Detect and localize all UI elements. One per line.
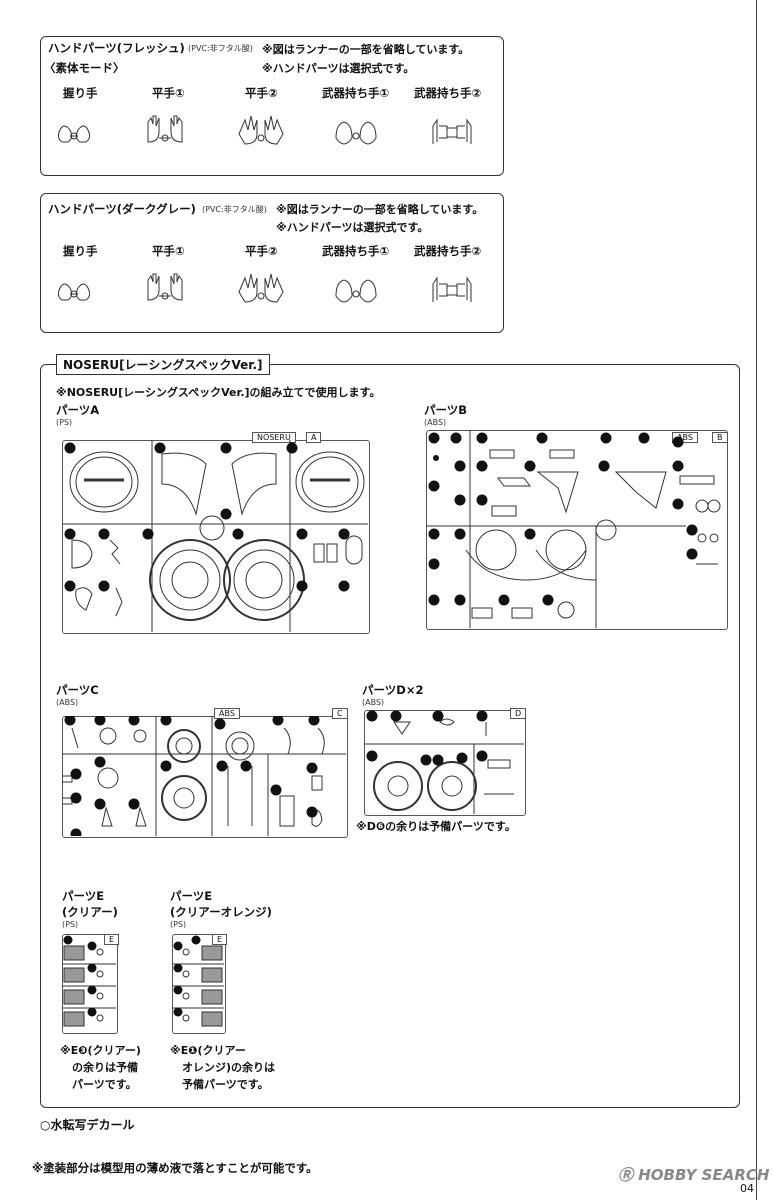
parts-e1-material: (PS) bbox=[62, 920, 79, 929]
flat-hand-1-icon bbox=[147, 273, 183, 301]
parts-e2-label: パーツE bbox=[170, 889, 213, 903]
parts-e1-note-line3: パーツです。 bbox=[72, 1078, 137, 1091]
page-edge-line bbox=[756, 0, 757, 1200]
watermark-text: HOBBY SEARCH bbox=[638, 1166, 770, 1184]
parts-a-material: (PS) bbox=[56, 418, 73, 427]
parts-e1-sub: (クリアー) bbox=[62, 905, 118, 919]
watermark-logo-icon: Ⓡ bbox=[618, 1166, 634, 1184]
flat-hand-2-icon bbox=[238, 115, 284, 145]
hobby-search-watermark: Ⓡ HOBBY SEARCH bbox=[618, 1164, 769, 1185]
hand-dark-material: (PVC:非フタル酸) bbox=[202, 205, 267, 214]
parts-e2-note-line3: 予備パーツです。 bbox=[182, 1078, 269, 1091]
hand-dark-note1: ※図はランナーの一部を省略しています。 bbox=[276, 203, 484, 216]
hand-fresh-label-grip: 握り手 bbox=[63, 86, 98, 100]
parts-e1-drawing bbox=[62, 935, 116, 1027]
noseru-usage: ※NOSERU[レーシングスペックVer.]の組み立てで使用します。 bbox=[56, 386, 381, 399]
parts-b-letter: B bbox=[712, 432, 728, 443]
footer-note: ※塗装部分は模型用の薄め液で落とすことが可能です。 bbox=[32, 1161, 318, 1175]
hand-fresh-label-weapon2: 武器持ち手② bbox=[414, 86, 482, 100]
parts-c-tag: ABS bbox=[214, 708, 240, 719]
weapon-hand-2-icon bbox=[432, 276, 472, 302]
parts-a-tag: NOSERU bbox=[252, 432, 296, 443]
weapon-hand-1-icon bbox=[335, 279, 377, 303]
water-decal-label: ○水転写デカール bbox=[40, 1118, 135, 1132]
page-number: 04 bbox=[740, 1182, 754, 1195]
weapon-hand-2-icon bbox=[432, 118, 472, 144]
noseru-title: NOSERU[レーシングスペックVer.] bbox=[56, 354, 270, 375]
parts-d-note: ※D❻の余りは予備パーツです。 bbox=[356, 820, 516, 833]
parts-a-label: パーツA bbox=[56, 403, 100, 417]
hand-fresh-illustrations bbox=[57, 115, 472, 145]
hand-fresh-mode: 〈素体モード〉 bbox=[44, 61, 125, 75]
hand-fresh-title: ハンドパーツ(フレッシュ) bbox=[48, 41, 185, 55]
hand-fresh-label-flat1: 平手① bbox=[152, 86, 185, 100]
hand-parts-fresh-box bbox=[40, 36, 504, 176]
grip-hand-icon bbox=[57, 283, 91, 301]
parts-a-runner bbox=[62, 440, 370, 634]
parts-b-drawing bbox=[426, 430, 721, 628]
hand-fresh-note2: ※ハンドパーツは選択式です。 bbox=[262, 62, 415, 75]
parts-e2-drawing bbox=[172, 935, 224, 1027]
parts-b-material: (ABS) bbox=[424, 418, 447, 427]
hand-fresh-note1: ※図はランナーの一部を省略しています。 bbox=[262, 43, 470, 56]
hand-dark-label-weapon2: 武器持ち手② bbox=[414, 244, 482, 258]
parts-c-letter: C bbox=[332, 708, 348, 719]
parts-a-letter: A bbox=[306, 432, 322, 443]
hand-dark-note2: ※ハンドパーツは選択式です。 bbox=[276, 221, 429, 234]
hand-fresh-label-flat2: 平手② bbox=[245, 86, 278, 100]
parts-e1-note-line1: ※E❸(クリアー) bbox=[60, 1044, 141, 1057]
parts-e1-note-line2: の余りは予備 bbox=[72, 1061, 138, 1074]
parts-c-material: (ABS) bbox=[56, 698, 79, 707]
parts-e2-letter: E bbox=[212, 934, 228, 945]
parts-e2-note-line1: ※E❶(クリアー bbox=[170, 1044, 246, 1057]
parts-e2-note-line2: オレンジ)の余りは bbox=[182, 1061, 276, 1074]
hand-dark-label-flat2: 平手② bbox=[245, 244, 278, 258]
hand-dark-label-weapon1: 武器持ち手① bbox=[322, 244, 390, 258]
flat-hand-2-icon bbox=[238, 273, 284, 303]
parts-e2-sub: (クリアーオレンジ) bbox=[170, 905, 272, 919]
parts-d-label: パーツD×2 bbox=[362, 683, 424, 697]
weapon-hand-1-icon bbox=[335, 121, 377, 145]
hand-dark-title: ハンドパーツ(ダークグレー) bbox=[48, 202, 196, 216]
parts-c-drawing bbox=[62, 716, 346, 836]
parts-b-label: パーツB bbox=[424, 403, 468, 417]
parts-b-tag: ABS bbox=[672, 432, 698, 443]
parts-d-letter: D bbox=[510, 708, 527, 719]
hand-parts-dark-box bbox=[40, 193, 504, 333]
parts-d-material: (ABS) bbox=[362, 698, 385, 707]
hand-fresh-material: (PVC:非フタル酸) bbox=[188, 44, 253, 53]
parts-c-label: パーツC bbox=[56, 683, 99, 697]
grip-hand-icon bbox=[57, 125, 91, 143]
parts-e1-label: パーツE bbox=[62, 889, 105, 903]
parts-d-drawing bbox=[364, 710, 524, 814]
parts-e1-letter: E bbox=[104, 934, 120, 945]
parts-a-drawing bbox=[62, 440, 368, 632]
flat-hand-1-icon bbox=[147, 115, 183, 143]
parts-e2-material: (PS) bbox=[170, 920, 187, 929]
hand-dark-label-flat1: 平手① bbox=[152, 244, 185, 258]
hand-dark-label-grip: 握り手 bbox=[63, 244, 98, 258]
hand-dark-illustrations bbox=[57, 273, 472, 303]
hand-fresh-label-weapon1: 武器持ち手① bbox=[322, 86, 390, 100]
